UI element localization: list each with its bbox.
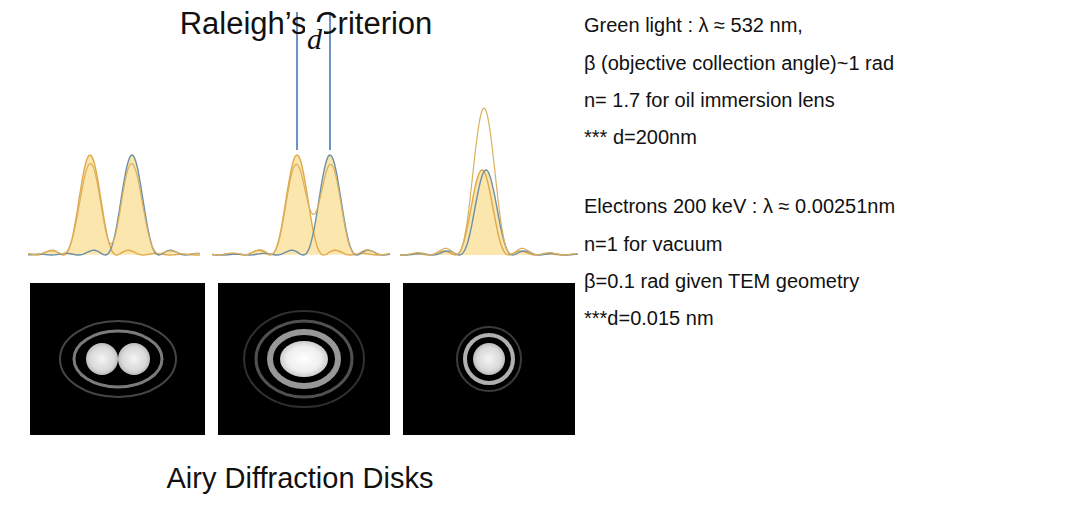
note: ***d=0.015 nm bbox=[584, 307, 714, 330]
intensity-curve bbox=[28, 155, 200, 255]
intensity-curve bbox=[28, 155, 200, 255]
intensity-curve bbox=[28, 155, 200, 255]
intensity-curve bbox=[400, 170, 578, 255]
airy-disk bbox=[86, 343, 118, 375]
dark-panel bbox=[218, 283, 390, 435]
intensity-curve bbox=[400, 170, 578, 255]
airy-disk bbox=[473, 343, 505, 375]
dark-panel bbox=[403, 283, 575, 435]
intensity-curve bbox=[28, 155, 200, 255]
note: Electrons 200 keV : λ ≈ 0.00251nm bbox=[584, 195, 895, 218]
intensity-curve bbox=[212, 164, 390, 255]
note: n= 1.7 for oil immersion lens bbox=[584, 89, 835, 112]
dark-panel bbox=[30, 283, 205, 435]
airy-rings bbox=[244, 311, 364, 407]
intensity-curve bbox=[212, 155, 390, 255]
note: β (objective collection angle)~1 rad bbox=[584, 52, 894, 75]
airy-rings bbox=[60, 321, 176, 397]
intensity-curve bbox=[212, 155, 390, 255]
airy-disk bbox=[118, 343, 150, 375]
intensity-curve bbox=[400, 108, 578, 255]
airy-disk bbox=[280, 341, 328, 377]
intensity-curve bbox=[400, 170, 578, 255]
dimension-label: d bbox=[305, 22, 324, 56]
note: n=1 for vacuum bbox=[584, 233, 722, 256]
caption: Airy Diffraction Disks bbox=[167, 462, 434, 495]
note: β=0.1 rad given TEM geometry bbox=[584, 270, 859, 293]
note: *** d=200nm bbox=[584, 126, 697, 149]
note: Green light : λ ≈ 532 nm, bbox=[584, 14, 803, 37]
intensity-curve bbox=[400, 170, 578, 255]
airy-rings bbox=[465, 335, 513, 383]
intensity-curve bbox=[212, 155, 390, 255]
intensity-curve bbox=[28, 164, 200, 255]
intensity-curve bbox=[212, 155, 390, 255]
airy-rings bbox=[457, 327, 521, 391]
